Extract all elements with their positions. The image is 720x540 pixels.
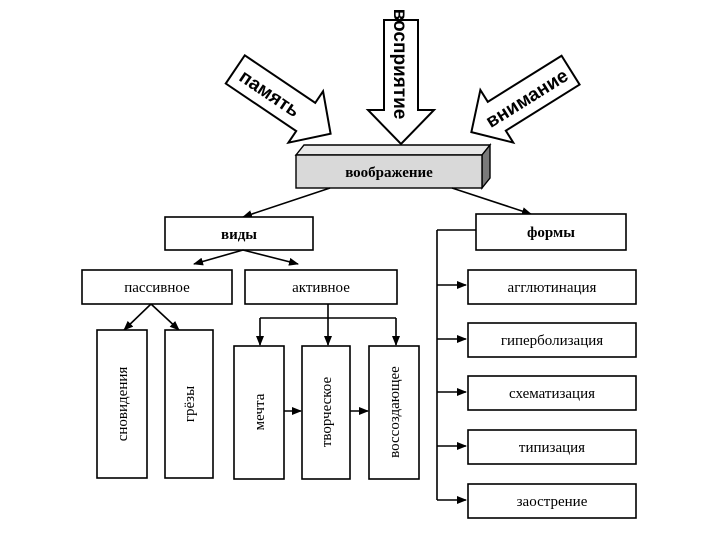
imagination-box: воображение — [294, 143, 492, 190]
connector-to-daydreams — [150, 303, 180, 331]
sharpening-box — [467, 483, 637, 519]
creative-box — [301, 345, 351, 480]
imagination-label: воображение — [345, 165, 433, 181]
sharpening-label: заострение — [517, 494, 588, 510]
forms-box — [475, 213, 627, 251]
agglutination-label: агглютинация — [508, 280, 597, 296]
typification-box — [467, 429, 637, 465]
connector-to-forms — [451, 187, 532, 215]
perception-arrow: восприятие — [365, 9, 437, 146]
schematization-box — [467, 375, 637, 411]
dream-label: мечта — [252, 393, 268, 430]
hyperbolization-box — [467, 322, 637, 358]
agglutination-box — [467, 269, 637, 305]
dreams-label: сновидения — [115, 367, 131, 442]
creative-label: творческое — [319, 377, 335, 448]
perception-label: восприятие — [389, 9, 410, 120]
connector-to-active — [242, 249, 299, 266]
schematization-label: схематизация — [509, 386, 595, 402]
dreams-box — [96, 329, 148, 479]
active-label: активное — [292, 280, 350, 296]
passive-box — [81, 269, 233, 305]
connector-to-types — [242, 187, 331, 218]
dream-box — [233, 345, 285, 480]
active-box — [244, 269, 398, 305]
daydreams-box — [164, 329, 214, 479]
memory-arrow: память — [224, 53, 332, 145]
types-label: виды — [221, 227, 257, 243]
connector-to-dreams — [123, 303, 152, 331]
recreative-label: воссоздающее — [387, 366, 403, 458]
daydreams-label: грёзы — [182, 386, 198, 422]
attention-arrow: внимание — [470, 54, 581, 145]
forms-label: формы — [527, 225, 575, 241]
hyperbolization-label: гиперболизация — [501, 333, 603, 349]
types-box — [164, 216, 314, 251]
connector-to-passive — [193, 249, 244, 266]
typification-label: типизация — [519, 440, 585, 456]
recreative-box — [368, 345, 420, 480]
passive-label: пассивное — [124, 280, 190, 296]
